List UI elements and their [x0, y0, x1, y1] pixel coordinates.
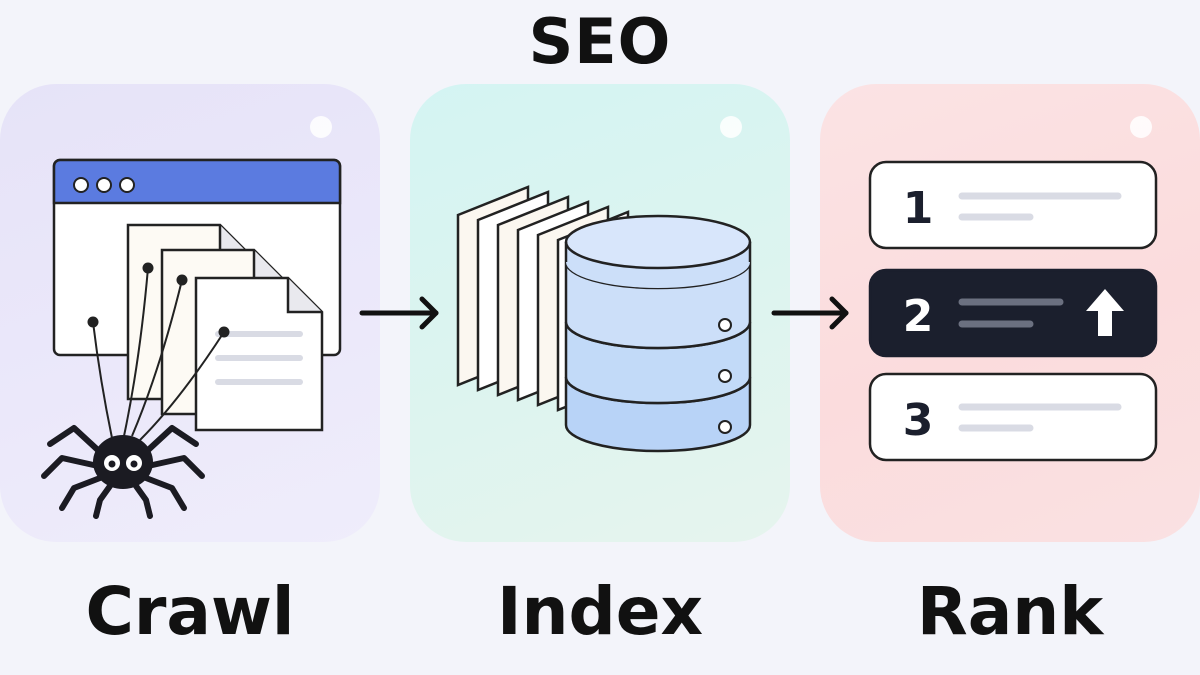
- rank-number: 3: [903, 395, 934, 446]
- stage-label-rank: Rank: [916, 573, 1104, 650]
- thread-node: [87, 316, 99, 328]
- page-title: SEO: [528, 5, 672, 78]
- stage-label-crawl: Crawl: [85, 573, 295, 650]
- card-dot: [720, 116, 742, 138]
- thread-node: [218, 326, 230, 338]
- arrow-right-icon: [359, 296, 439, 330]
- database-icon: [564, 214, 752, 453]
- ranking-list-icon: 1 2 3: [868, 160, 1158, 462]
- thread-node: [176, 274, 188, 286]
- card-dot: [310, 116, 332, 138]
- card-dot: [1130, 116, 1152, 138]
- arrow-up-icon: [1086, 289, 1124, 336]
- spider-thread: [92, 267, 225, 441]
- document-icon: [194, 276, 324, 432]
- spider-icon: [41, 425, 205, 519]
- arrow-right-icon: [771, 296, 849, 330]
- rank-number: 1: [903, 183, 934, 234]
- rank-number: 2: [903, 291, 934, 342]
- stage-label-index: Index: [496, 573, 704, 650]
- rank-row-2-highlighted: 2: [868, 268, 1158, 358]
- rank-row-3: 3: [868, 372, 1158, 462]
- rank-row-1: 1: [868, 160, 1158, 250]
- thread-node: [142, 262, 154, 274]
